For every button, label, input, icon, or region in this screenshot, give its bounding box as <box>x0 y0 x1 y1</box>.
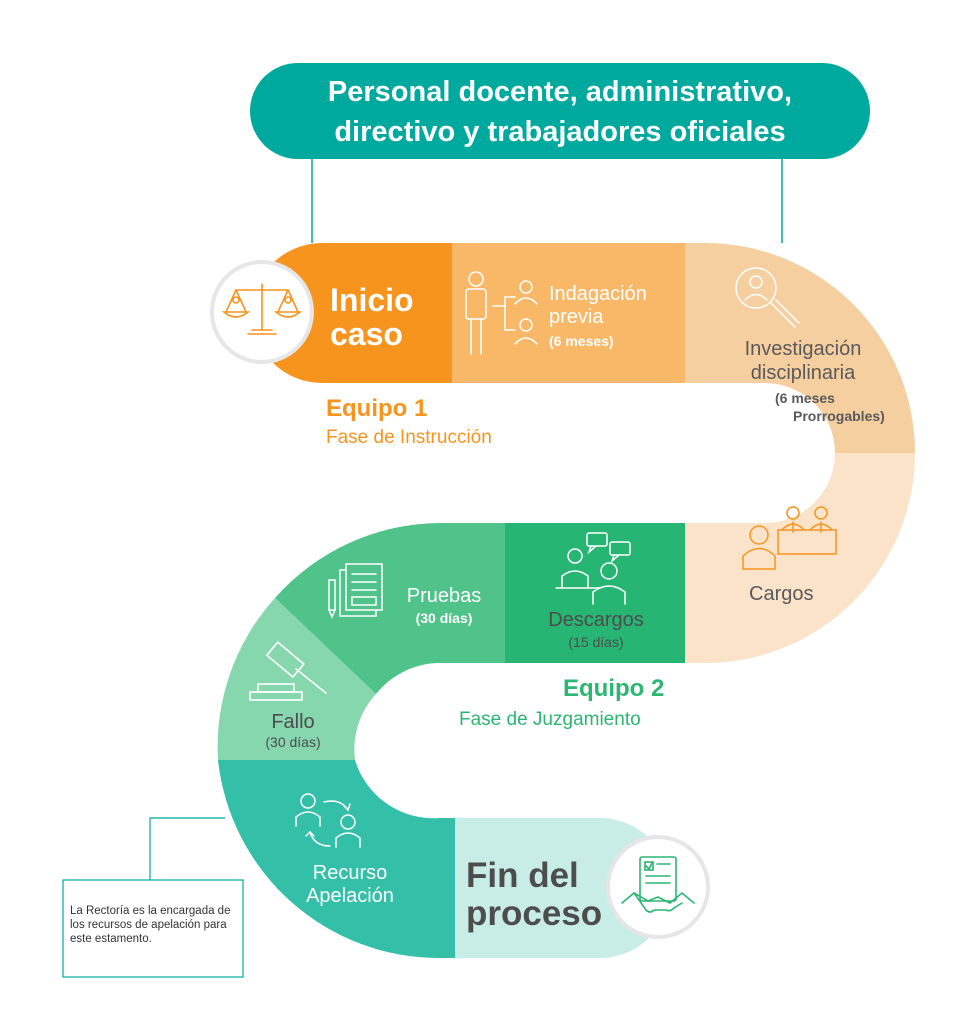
stage-fallo: Fallo (30 días) <box>252 710 334 751</box>
tribunal-icon <box>742 506 837 570</box>
documents-pen-icon <box>328 563 383 619</box>
segment-fin <box>455 818 670 958</box>
contract-handshake-icon <box>606 835 710 939</box>
segment-investigacion <box>685 243 915 453</box>
start-line-2: caso <box>330 316 403 352</box>
descargos-duration: (15 días) <box>568 634 624 650</box>
indagacion-line-2: previa <box>549 306 604 328</box>
team2-title: Equipo 2 <box>563 675 665 702</box>
team2-phase: Fase de Juzgamiento <box>459 709 641 730</box>
investigacion-duration-1: (6 meses <box>775 390 835 406</box>
end-label: Fin del proceso <box>466 857 602 933</box>
scales-of-justice-icon <box>210 260 314 364</box>
magnifier-person-icon <box>735 267 800 328</box>
cargos-title: Cargos <box>749 583 814 605</box>
note-connector <box>149 817 225 880</box>
descargos-title: Descargos <box>548 609 644 631</box>
header-line-1: Personal docente, administrativo, <box>327 76 793 108</box>
stage-descargos: Descargos (15 días) <box>537 608 655 651</box>
gavel-icon <box>249 641 327 701</box>
segment-recurso <box>218 760 455 959</box>
note-box <box>62 879 244 978</box>
end-line-1: Fin del <box>466 856 579 895</box>
recurso-line-1: Recurso <box>312 862 388 884</box>
team1-title: Equipo 1 <box>326 395 428 422</box>
header-pill <box>250 63 870 159</box>
segment-fallo <box>217 598 376 760</box>
stage-indagacion: Indagación previa (6 meses) <box>549 283 647 350</box>
note-text: La Rectoría es la encargada de los recur… <box>70 905 231 945</box>
team1-phase: Fase de Instrucción <box>326 427 492 448</box>
stage-investigacion: Investigación disciplinaria <box>733 337 873 385</box>
header-line-2: directivo y trabajadores oficiales <box>334 116 786 148</box>
stage-recurso: Recurso Apelación <box>300 862 400 908</box>
stage-pruebas: Pruebas (30 días) <box>399 585 489 627</box>
start-line-1: Inicio <box>330 282 414 318</box>
pruebas-duration: (30 días) <box>415 610 473 626</box>
fallo-title: Fallo <box>271 711 315 733</box>
pruebas-title: Pruebas <box>406 585 482 607</box>
investigacion-line-2: disciplinaria <box>750 362 856 384</box>
conversation-icon <box>555 532 631 605</box>
fallo-duration: (30 días) <box>265 734 321 750</box>
investigacion-line-1: Investigación <box>744 338 862 360</box>
segment-inicio <box>252 243 452 383</box>
start-label: Inicio caso <box>330 283 414 351</box>
exchange-people-icon <box>295 793 361 848</box>
investigacion-duration-2: Prorrogables) <box>793 408 885 424</box>
end-line-2: proceso <box>466 894 603 933</box>
segment-cargos <box>685 453 915 663</box>
header-title: Personal docente, administrativo, direct… <box>250 72 870 152</box>
recurso-line-2: Apelación <box>306 885 394 907</box>
indagacion-duration: (6 meses) <box>549 333 614 349</box>
segment-indagacion <box>452 243 685 383</box>
people-hierarchy-icon <box>465 271 538 355</box>
segment-pruebas <box>275 523 505 694</box>
indagacion-line-1: Indagación <box>549 283 647 305</box>
